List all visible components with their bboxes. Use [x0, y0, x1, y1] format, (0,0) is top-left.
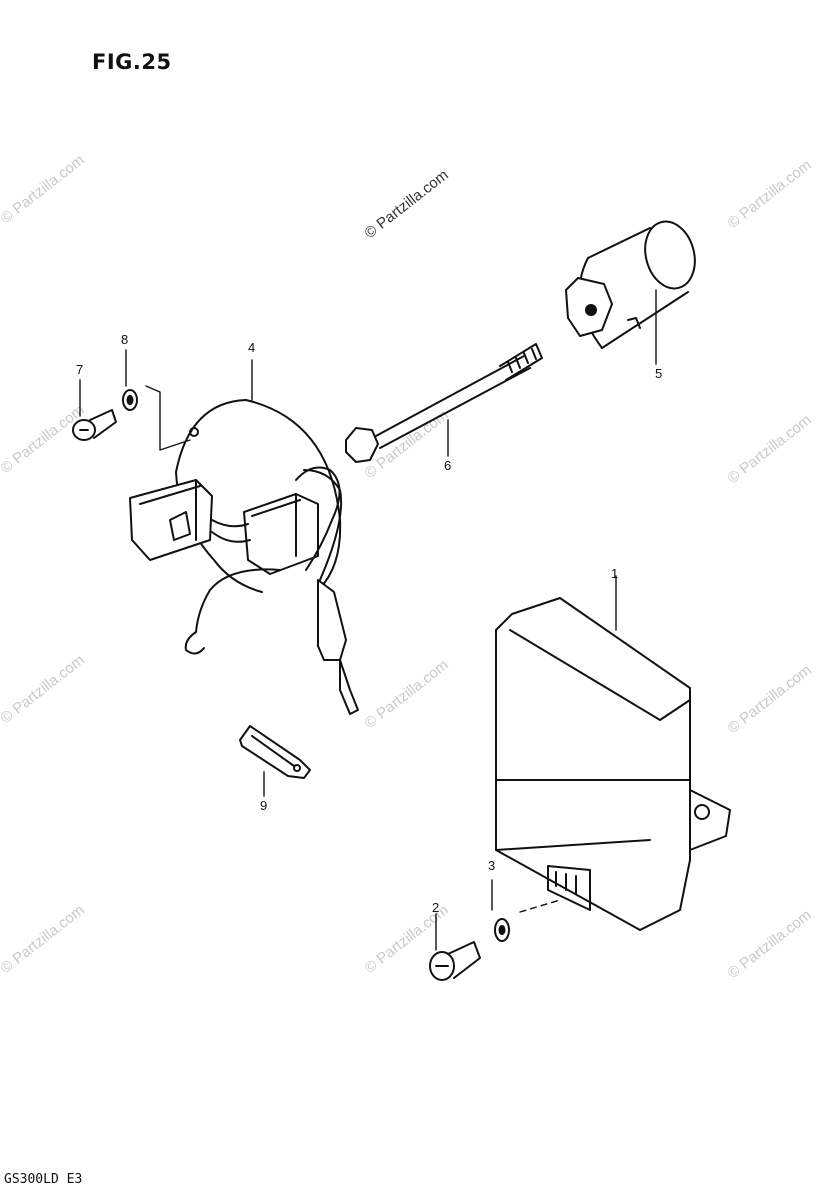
clamp-icon [239, 725, 311, 779]
callout-number: 2 [432, 900, 440, 915]
alignment-lines [79, 289, 657, 951]
bolt-icon [429, 941, 481, 981]
long-bolt-icon [345, 343, 543, 463]
screw-icon [72, 409, 117, 441]
callout-number: 7 [76, 362, 84, 377]
callout-number: 5 [655, 366, 663, 381]
washer-icon-lower [494, 918, 510, 942]
callout-number: 3 [488, 858, 496, 873]
signal-generator-rotor-icon [565, 220, 696, 349]
figure-title: FIG.25 [92, 50, 172, 74]
washer-icon-upper [122, 389, 138, 411]
callout-number: 9 [260, 798, 268, 813]
igniter-unit-icon [495, 597, 731, 931]
callout-number: 8 [121, 332, 129, 347]
model-code: GS300LD E3 [4, 1172, 83, 1187]
callout-number: 4 [248, 340, 256, 355]
callout-number: 1 [611, 566, 619, 581]
callout-number: 6 [444, 458, 452, 473]
pickup-coil-assembly-icon [129, 399, 359, 715]
